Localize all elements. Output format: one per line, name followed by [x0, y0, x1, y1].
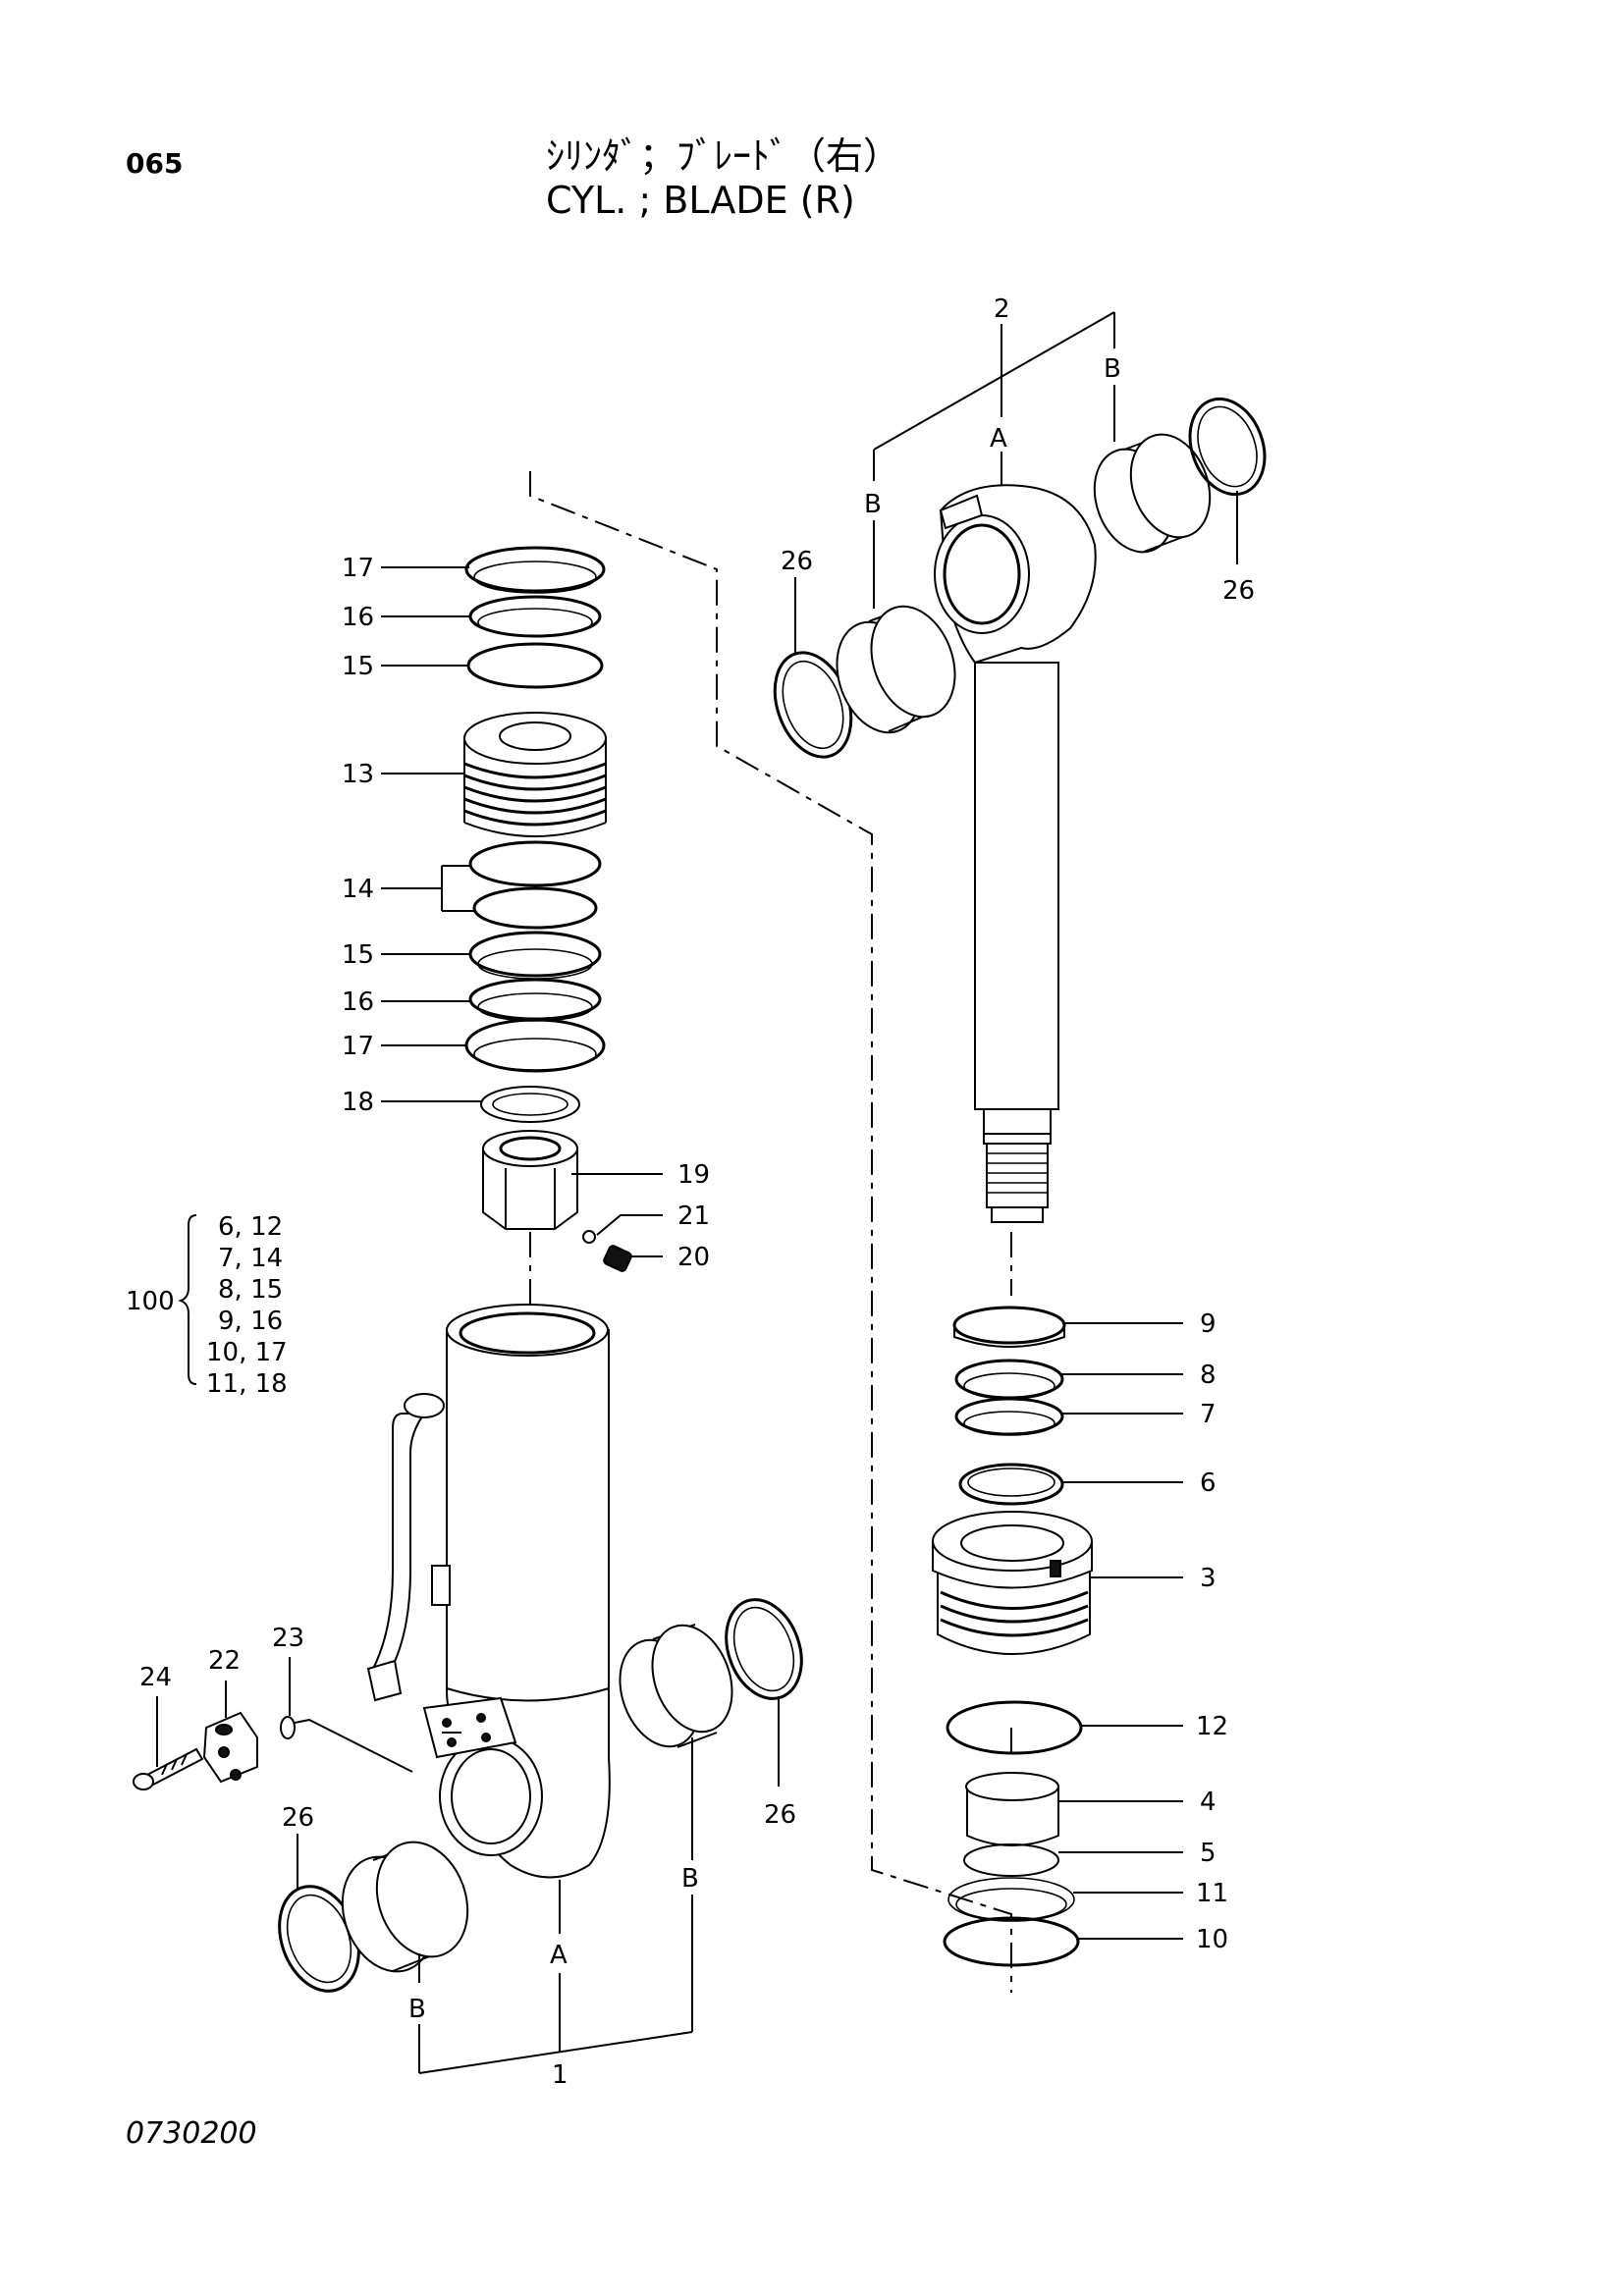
bushing-rod-left [836, 605, 956, 734]
kit-row: 8, 15 [218, 1275, 283, 1305]
oring-10 [943, 1916, 1080, 1967]
label-24: 24 [139, 1663, 172, 1692]
label-21: 21 [677, 1201, 710, 1231]
label-B-bottom-left: B [408, 1995, 426, 2024]
seal-26-left-right [725, 1598, 803, 1700]
ring-8 [954, 1359, 1064, 1400]
label-1: 1 [552, 2060, 568, 2090]
ring-7 [954, 1397, 1064, 1436]
label-16-bottom: 16 [342, 988, 374, 1017]
bushing-rod-right [1093, 433, 1212, 554]
label-10: 10 [1196, 1925, 1228, 1954]
label-16-top: 16 [342, 603, 374, 632]
label-5: 5 [1200, 1839, 1217, 1868]
label-26-top-left: 26 [781, 547, 813, 576]
cylinder-tube-1 [366, 1304, 611, 1879]
label-B-bottom-right: B [681, 1864, 699, 1894]
label-26-bottom-right: 26 [764, 1800, 796, 1830]
page-number: 065 [126, 147, 184, 180]
ring-11 [947, 1877, 1075, 1922]
label-23: 23 [272, 1624, 304, 1653]
kit-row: 10, 17 [206, 1338, 288, 1367]
kit-label: 100 [126, 1287, 175, 1316]
label-7: 7 [1200, 1400, 1217, 1429]
label-8: 8 [1200, 1361, 1217, 1390]
label-26-top-right: 26 [1222, 576, 1255, 606]
ring-17-bottom [464, 1018, 606, 1073]
document-number: 0730200 [126, 2116, 257, 2151]
kit-row: 6, 12 [218, 1212, 283, 1242]
clamp-22 [202, 1711, 258, 1784]
label-3: 3 [1200, 1564, 1217, 1593]
ring-15-bottom [468, 931, 602, 980]
label-A-top: A [990, 424, 1007, 454]
bushing-4 [965, 1772, 1059, 1846]
label-15-bottom: 15 [342, 940, 374, 970]
label-13: 13 [342, 760, 374, 789]
label-B-top-left: B [864, 490, 882, 519]
piston-rod-2 [934, 484, 1097, 1223]
ring-16-top [468, 595, 602, 638]
ring-5 [963, 1843, 1059, 1877]
label-B-top-right: B [1104, 354, 1121, 384]
ring-16-bottom [468, 978, 602, 1022]
label-6: 6 [1200, 1468, 1217, 1498]
ring-15-top [466, 642, 604, 689]
title-english: CYL. ; BLADE (R) [546, 179, 855, 222]
title-japanese: ｼﾘﾝﾀﾞ；ﾌﾞﾚｰﾄﾞ（右） [546, 134, 901, 178]
kit-row: 11, 18 [206, 1369, 288, 1399]
leader-lines [156, 311, 1238, 2074]
washer-18 [480, 1086, 580, 1123]
label-17-top: 17 [342, 554, 374, 583]
label-A-bottom: A [550, 1941, 568, 1970]
seal-kit-list: 100 6, 12 7, 14 8, 15 9, 16 10, 17 11, 1… [126, 1212, 288, 1399]
kit-row: 7, 14 [218, 1244, 283, 1273]
ring-6 [958, 1463, 1064, 1506]
bushing-left-bottom [341, 1841, 469, 1973]
label-12: 12 [1196, 1712, 1228, 1741]
label-15-top: 15 [342, 652, 374, 681]
seal-26-rod-right [1188, 397, 1267, 497]
ring-14-pair [468, 840, 602, 930]
label-18: 18 [342, 1088, 374, 1117]
label-11: 11 [1196, 1879, 1228, 1908]
piston-13 [463, 712, 607, 837]
label-9: 9 [1200, 1309, 1217, 1339]
setscrew-20 [603, 1245, 632, 1272]
nut-19 [482, 1130, 578, 1230]
label-2: 2 [994, 294, 1010, 324]
oring-12 [946, 1700, 1083, 1755]
label-14: 14 [342, 875, 374, 904]
label-26-bottom-left: 26 [282, 1803, 314, 1833]
label-20: 20 [677, 1243, 710, 1272]
bushing-left-right [619, 1624, 733, 1748]
head-3 [932, 1511, 1093, 1655]
assembly-guide-lines [529, 471, 1012, 1993]
callout-labels: 17 16 15 13 14 15 16 17 18 19 21 20 24 2… [139, 294, 1255, 2090]
label-19: 19 [677, 1160, 710, 1190]
bolt-24 [133, 1747, 204, 1790]
ring-9 [952, 1306, 1066, 1348]
ring-17-top [464, 546, 606, 594]
label-22: 22 [208, 1646, 241, 1676]
label-17-bottom: 17 [342, 1032, 374, 1061]
label-4: 4 [1200, 1788, 1217, 1817]
oring-23 [280, 1716, 296, 1739]
ball-21 [582, 1230, 596, 1244]
kit-row: 9, 16 [218, 1307, 283, 1336]
